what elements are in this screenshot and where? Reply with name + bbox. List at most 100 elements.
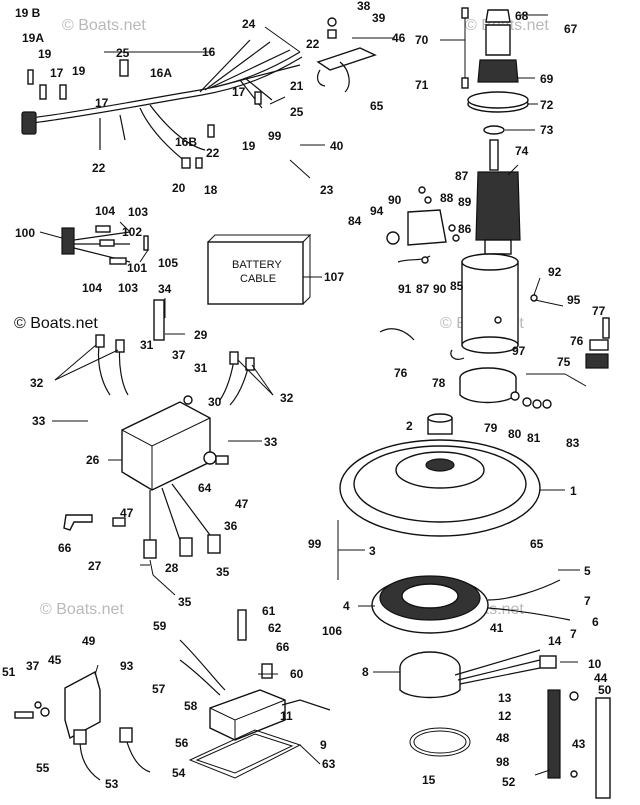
callout-21: 21: [290, 79, 304, 93]
callout-69: 69: [540, 72, 554, 86]
stator: [337, 520, 571, 634]
callout-51: 51: [2, 665, 16, 679]
callout-94: 94: [370, 204, 384, 218]
callout-15: 15: [422, 773, 436, 787]
callout-90: 90: [433, 282, 447, 296]
callout-16B: 16B: [175, 135, 197, 149]
callout-16A: 16A: [150, 66, 172, 80]
callout-30: 30: [208, 395, 222, 409]
callout-54: 54: [172, 766, 186, 780]
callout-103: 103: [128, 205, 148, 219]
callout-78: 78: [432, 376, 446, 390]
callout-104: 104: [95, 204, 115, 218]
callout-98: 98: [496, 755, 510, 769]
callout-22: 22: [206, 146, 220, 160]
callout-70: 70: [415, 33, 429, 47]
callout-91: 91: [398, 282, 412, 296]
callout-19: 19: [72, 64, 86, 78]
callout-26: 26: [86, 453, 100, 467]
callout-104: 104: [82, 281, 102, 295]
callout-95: 95: [567, 293, 581, 307]
callout-93: 93: [120, 659, 134, 673]
callout-81: 81: [527, 431, 541, 445]
callout-106: 106: [322, 624, 342, 638]
callout-10: 10: [588, 657, 602, 671]
callout-35: 35: [216, 565, 230, 579]
callout-76: 76: [394, 366, 408, 380]
callout-85: 85: [450, 279, 464, 293]
callout-4: 4: [343, 599, 350, 613]
ignition-coil: [14, 670, 151, 781]
callout-99: 99: [268, 129, 282, 143]
callout-36: 36: [224, 519, 238, 533]
bracket-rails: [547, 689, 611, 799]
rectifier: [179, 609, 331, 741]
callout-32: 32: [30, 376, 44, 390]
callout-105: 105: [158, 256, 178, 270]
retainer-ring: [409, 727, 471, 757]
callout-60: 60: [290, 667, 304, 681]
callout-49: 49: [82, 634, 96, 648]
callout-75: 75: [557, 355, 571, 369]
callout-80: 80: [508, 427, 522, 441]
flywheel: [339, 413, 541, 537]
callout-39: 39: [372, 11, 386, 25]
watermark-lower-left: © Boats.net: [40, 601, 124, 618]
callout-24: 24: [242, 17, 256, 31]
callout-labels: 19 B 19A 19 17 19 17 22 25 16A 16 24 22 …: [2, 0, 612, 791]
callout-2: 2: [406, 419, 413, 433]
callout-87: 87: [455, 169, 469, 183]
callout-68: 68: [515, 9, 529, 23]
callout-62: 62: [268, 621, 282, 635]
callout-5: 5: [584, 564, 591, 578]
callout-17: 17: [50, 66, 64, 80]
callout-65: 65: [370, 99, 384, 113]
callout-32: 32: [280, 391, 294, 405]
callout-101: 101: [127, 261, 147, 275]
starter-top-assembly: [461, 7, 529, 135]
callout-37: 37: [172, 348, 186, 362]
callout-107: 107: [324, 270, 344, 284]
callout-92: 92: [548, 265, 562, 279]
callout-77: 77: [592, 304, 606, 318]
battery-cable-box: BATTERY CABLE: [207, 233, 322, 305]
callout-72: 72: [540, 98, 554, 112]
callout-71: 71: [415, 78, 429, 92]
watermark-middle-left: © Boats.net: [14, 315, 98, 332]
callout-33: 33: [32, 414, 46, 428]
leader-lines: [39, 14, 587, 776]
callout-73: 73: [540, 123, 554, 137]
callout-1: 1: [570, 484, 577, 498]
callout-13: 13: [498, 691, 512, 705]
battery-cable-line2: CABLE: [240, 273, 276, 285]
callout-46: 46: [392, 31, 406, 45]
bracket-clip: [316, 17, 377, 93]
callout-11: 11: [280, 709, 293, 723]
callout-25: 25: [290, 105, 304, 119]
callout-63: 63: [322, 757, 336, 771]
callout-12: 12: [498, 709, 512, 723]
callout-88: 88: [440, 191, 454, 205]
callout-56: 56: [175, 736, 189, 750]
callout-37: 37: [26, 659, 40, 673]
callout-7: 7: [584, 594, 591, 608]
callout-40: 40: [330, 139, 344, 153]
callout-84: 84: [348, 214, 362, 228]
callout-67: 67: [564, 22, 578, 36]
callout-66: 66: [276, 640, 290, 654]
callout-44: 44: [594, 671, 608, 685]
callout-100: 100: [15, 226, 35, 240]
callout-87: 87: [416, 282, 430, 296]
callout-55: 55: [36, 761, 50, 775]
callout-17: 17: [95, 96, 109, 110]
brush-terminals: [379, 317, 610, 360]
callout-74: 74: [515, 144, 529, 158]
callout-19: 19: [38, 47, 52, 61]
callout-83: 83: [566, 436, 580, 450]
callout-53: 53: [105, 777, 119, 791]
callout-57: 57: [152, 682, 166, 696]
callout-65: 65: [530, 537, 544, 551]
power-pack: [63, 395, 229, 559]
callout-19: 19: [242, 139, 256, 153]
watermark-top-left: © Boats.net: [62, 17, 146, 34]
